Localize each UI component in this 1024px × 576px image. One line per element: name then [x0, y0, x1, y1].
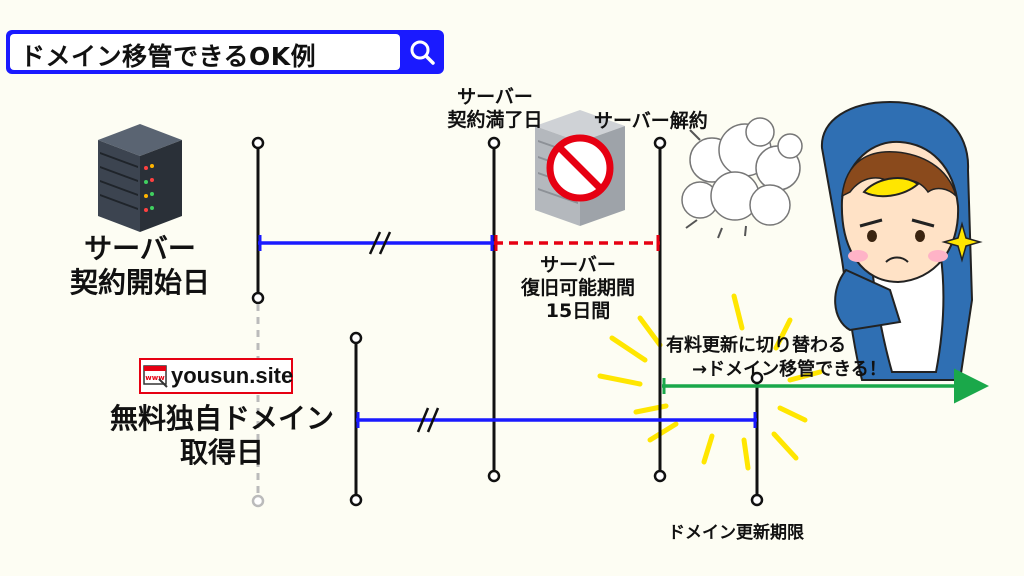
- server-cancel-label: サーバー解約: [594, 110, 708, 132]
- timeline-graphics: [251, 136, 989, 508]
- page-title: ドメイン移管できるOK例: [20, 42, 317, 71]
- server-start-faded-dot: [251, 494, 265, 508]
- sparkle-icon: [941, 221, 983, 263]
- svg-text:www: www: [145, 374, 165, 382]
- domain-break-mark-2: [426, 407, 440, 433]
- domain-acquire-marker-bottom-dot: [349, 493, 363, 507]
- search-bar: ドメイン移管できるOK例: [6, 30, 444, 74]
- penguin-hood-character: [820, 100, 983, 381]
- server-break-mark-2: [378, 231, 392, 255]
- search-icon[interactable]: [404, 34, 440, 70]
- search-field: ドメイン移管できるOK例: [10, 34, 400, 71]
- recovery-period-label: サーバー 復旧可能期間 15日間: [520, 254, 635, 322]
- server-disabled-icon: [535, 110, 625, 226]
- server-expiry-marker-top-dot: [487, 136, 501, 150]
- domain-break-mark-1: [416, 407, 430, 433]
- server-start-marker-bottom-dot: [251, 291, 265, 305]
- server-rack-icon: [98, 124, 182, 232]
- domain-renewal-marker-bottom-dot: [750, 493, 764, 507]
- cloud-puff-icon: [681, 117, 803, 226]
- server-cancel-marker-top-dot: [653, 136, 667, 150]
- server-start-label: サーバー 契約開始日: [69, 232, 210, 299]
- server-expiry-marker-bottom-dot: [487, 469, 501, 483]
- server-start-marker-top-dot: [251, 136, 265, 150]
- prohibited-icon: [546, 134, 614, 202]
- paid-switch-label: 有料更新に切り替わる →ドメイン移管できる！: [666, 335, 887, 380]
- server-expiry-label: サーバー 契約満了日: [447, 86, 543, 131]
- server-cancel-marker-bottom-dot: [653, 469, 667, 483]
- site-name: yousun.site: [171, 363, 294, 388]
- spark-burst: [597, 293, 823, 471]
- server-break-mark-1: [368, 231, 382, 255]
- renewal-deadline-label: ドメイン更新期限: [668, 523, 804, 543]
- domain-acquire-marker-top-dot: [349, 331, 363, 345]
- domain-renewal-marker-top-dot: [750, 371, 764, 385]
- site-badge: www yousun.site: [139, 358, 293, 394]
- domain-acquire-label: 無料独自ドメイン 取得日: [109, 402, 334, 469]
- motion-lines: [685, 129, 747, 239]
- www-icon: www: [143, 365, 168, 388]
